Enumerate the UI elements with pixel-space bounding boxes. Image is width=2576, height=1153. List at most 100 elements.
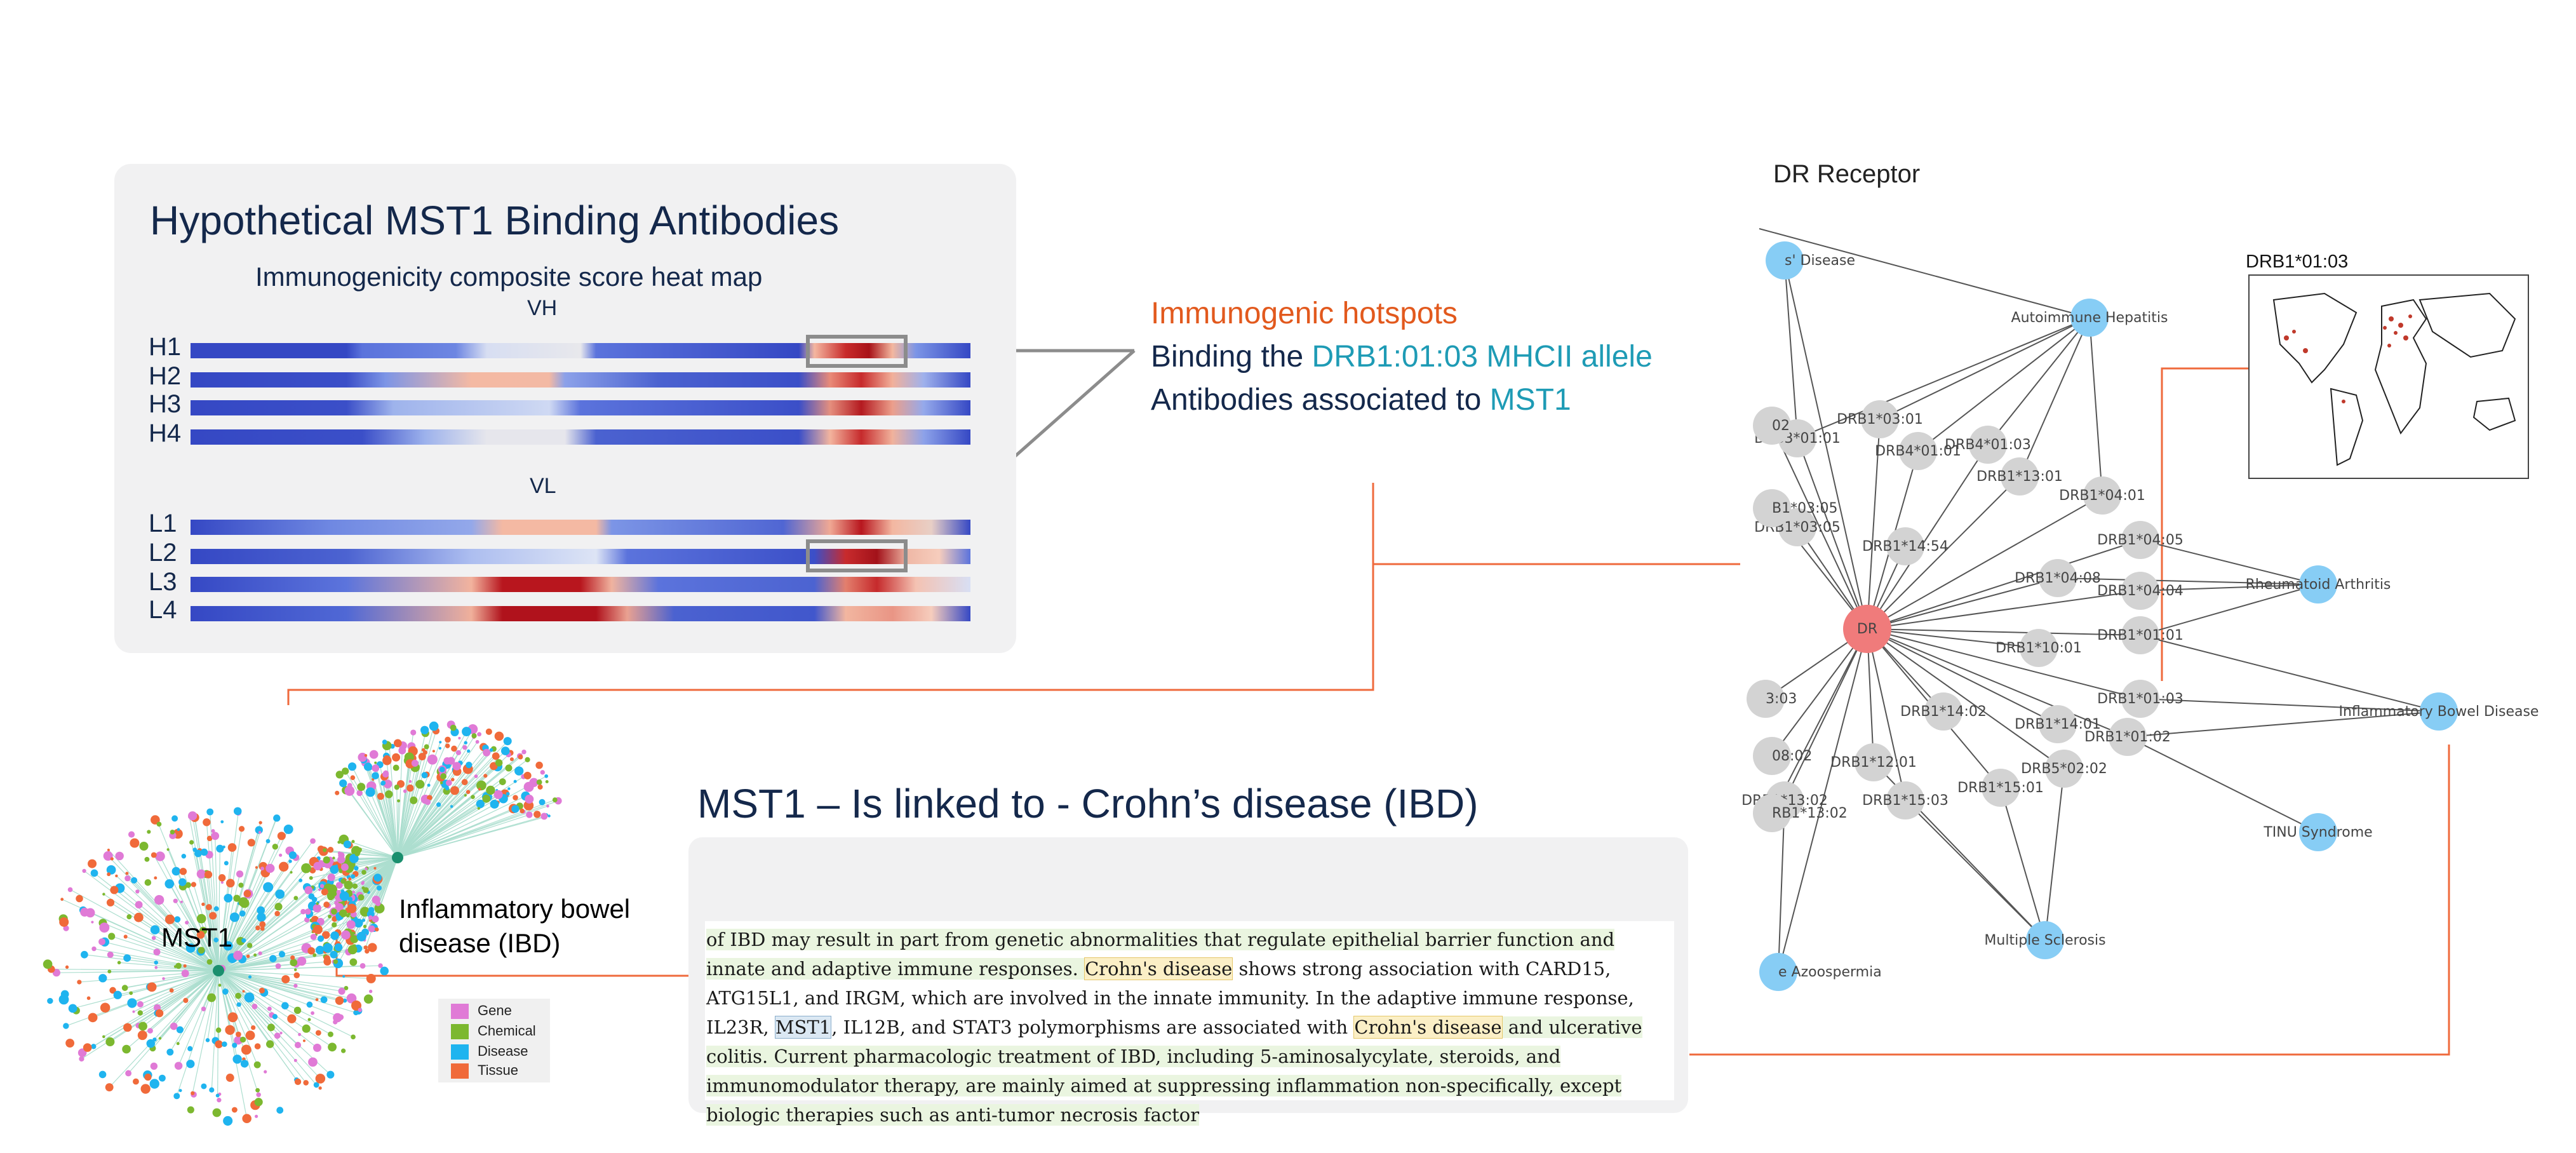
network-node <box>351 840 355 844</box>
network-node <box>308 1057 318 1067</box>
network-node <box>326 1070 335 1079</box>
dr-edge <box>1867 628 2141 699</box>
network-node <box>466 761 473 769</box>
network-node <box>307 1018 311 1022</box>
network-node <box>304 886 313 894</box>
binding-line: Binding the DRB1:01:03 MHCII allele <box>1151 339 1653 374</box>
allele-label: DRB1*14:01 <box>2015 717 2101 732</box>
dr-edge <box>1797 317 2090 439</box>
network-node <box>59 917 69 927</box>
network-node <box>176 1026 184 1034</box>
partial-node <box>1753 489 1791 527</box>
allele-label: DRB1*03:01 <box>1837 412 1923 428</box>
network-node <box>290 955 295 961</box>
network-edge <box>397 759 528 858</box>
network-edge <box>397 795 526 858</box>
network-node <box>539 799 546 806</box>
network-edge <box>192 816 219 971</box>
network-node <box>335 882 343 889</box>
network-node <box>347 903 357 914</box>
network-node <box>255 1088 260 1093</box>
network-node <box>76 894 83 903</box>
network-node <box>297 956 307 966</box>
network-node <box>368 925 375 933</box>
network-edge <box>397 776 476 858</box>
network-node <box>327 873 335 882</box>
network-node <box>513 779 517 783</box>
network-node <box>166 848 170 851</box>
network-node <box>281 974 290 984</box>
network-edge <box>397 752 459 858</box>
disease-label: Rheumatoid Arthritis <box>2246 577 2391 593</box>
network-edge <box>177 970 219 1044</box>
network-edge <box>133 970 219 1013</box>
network-node <box>466 790 471 794</box>
network-node <box>351 1034 356 1040</box>
network-node <box>107 872 111 877</box>
network-node <box>338 987 345 995</box>
allele-label: DRB1*04:08 <box>2015 570 2101 586</box>
network-edge <box>397 750 403 858</box>
allele-label: DRB5*02:02 <box>2021 761 2107 777</box>
partial-node-label: 02 <box>1772 418 1790 434</box>
network-node <box>342 998 347 1003</box>
network-node <box>222 1041 227 1047</box>
network-node <box>450 724 457 731</box>
allele-label: DRB1*15:03 <box>1862 793 1949 809</box>
network-node <box>330 950 338 959</box>
network-node <box>227 843 237 852</box>
network-node <box>149 1079 159 1089</box>
network-node <box>241 938 246 943</box>
network-node <box>173 1093 180 1100</box>
network-node <box>526 811 533 818</box>
network-node <box>132 1010 135 1013</box>
network-edge <box>397 775 486 858</box>
network-edge <box>218 840 314 971</box>
network-node <box>138 1022 147 1031</box>
network-node <box>183 997 189 1003</box>
network-node <box>106 865 116 875</box>
network-node <box>267 1023 275 1032</box>
network-node <box>123 954 131 962</box>
network-node <box>115 851 124 861</box>
network-node <box>196 914 206 924</box>
entity-mst1[interactable]: MST1 <box>774 1016 832 1039</box>
dr-edge <box>1867 590 2141 630</box>
network-node <box>342 767 349 775</box>
network-node <box>357 847 362 853</box>
network-node <box>370 943 374 948</box>
network-node <box>133 912 144 922</box>
network-node <box>366 973 376 983</box>
network-edge <box>397 808 514 858</box>
network-node <box>363 945 368 950</box>
network-node <box>451 778 455 781</box>
association-prefix: Antibodies associated to <box>1151 383 1490 417</box>
allele-node <box>2039 705 2077 743</box>
network-edge <box>345 771 398 858</box>
partial-node <box>1759 953 1797 991</box>
allele-label: DRB1*04:01 <box>2059 488 2145 504</box>
entity-crohns-disease[interactable]: Crohn's disease <box>1353 1016 1503 1039</box>
allele-node <box>1855 743 1893 781</box>
network-node <box>206 808 214 816</box>
network-node <box>445 736 451 743</box>
network-edge <box>397 741 478 858</box>
network-node <box>105 1083 114 1091</box>
network-node <box>174 1062 183 1070</box>
network-edge <box>342 783 398 858</box>
network-node <box>359 962 366 969</box>
entity-crohns-disease[interactable]: Crohn's disease <box>1084 957 1233 980</box>
map-title: DRB1*01:03 <box>2246 252 2349 272</box>
network-node <box>436 802 441 807</box>
row-label-h3: H3 <box>149 390 182 418</box>
network-node <box>209 912 217 920</box>
network-node <box>346 920 356 929</box>
network-node <box>418 753 426 760</box>
network-node <box>410 729 417 736</box>
network-node <box>47 997 53 1004</box>
network-node <box>254 1098 263 1107</box>
dr-edge <box>2127 711 2439 738</box>
network-edge <box>125 936 219 971</box>
network-node <box>232 1042 238 1048</box>
network-node <box>258 987 265 994</box>
